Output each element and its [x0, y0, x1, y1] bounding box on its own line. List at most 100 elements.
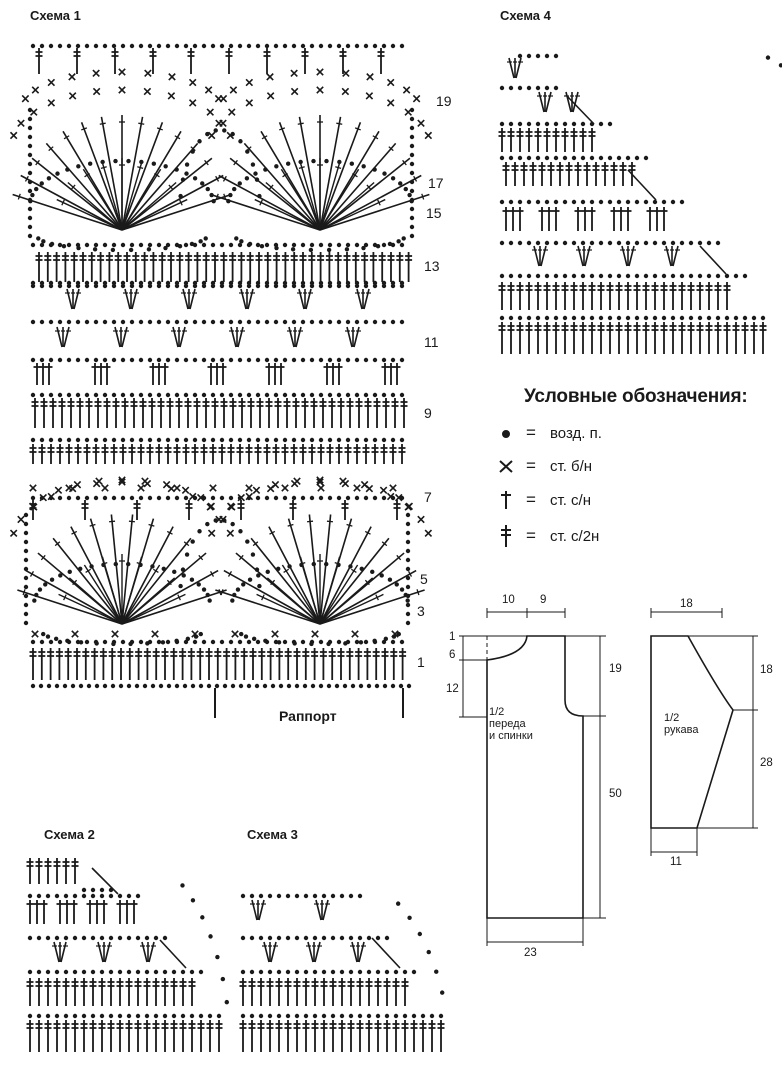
chain-stitch [309, 437, 315, 443]
treble-crochet [337, 648, 345, 680]
cluster-stitch [346, 326, 353, 348]
fan-stitch [319, 198, 386, 231]
chain-stitch [99, 969, 105, 975]
chain-stitch [327, 242, 333, 248]
chain-stitch [733, 273, 739, 279]
chain-stitch [390, 437, 396, 443]
chain-stitch [390, 639, 396, 645]
treble-crochet [130, 398, 138, 428]
chain-stitch [375, 244, 381, 249]
chain-stitch [219, 357, 225, 363]
chain-stitch [246, 43, 252, 49]
single-crochet [31, 630, 39, 638]
single-crochet [311, 630, 319, 638]
chain-stitch [264, 392, 270, 398]
treble-crochet [498, 282, 506, 310]
chain-stitch [120, 280, 126, 286]
chain-stitch [75, 280, 81, 286]
stitch-bar [209, 571, 215, 577]
treble-crochet [293, 648, 301, 680]
chain-stitch [363, 319, 369, 325]
chain-stitch [589, 199, 595, 205]
chain-stitch [562, 315, 568, 321]
chain-stitch [553, 315, 559, 321]
stitch-bar [101, 562, 108, 565]
cluster-stitch [298, 288, 305, 310]
stitch-bar [364, 579, 370, 586]
treble-crochet [249, 648, 257, 680]
chain-stitch [27, 1013, 33, 1019]
chain-stitch [382, 171, 387, 176]
chain-stitch [206, 683, 212, 689]
treble-crochet [91, 648, 99, 680]
single-crochet [101, 484, 109, 492]
chain-stitch [625, 315, 631, 321]
treble-crochet [62, 978, 70, 1006]
single-crochet [54, 486, 63, 495]
chain-stitch [246, 392, 252, 398]
chain-stitch [23, 566, 29, 572]
treble-crochet [218, 444, 226, 464]
stitch-bar [48, 146, 54, 152]
fan-stitch [121, 168, 162, 231]
chain-stitch [247, 577, 253, 582]
chain-stitch [255, 357, 261, 363]
treble-crochet [114, 252, 122, 282]
chain-stitch [361, 164, 366, 169]
treble-crochet [112, 398, 120, 428]
chain-stitch [526, 155, 532, 161]
chain-stitch [210, 319, 216, 325]
treble-crochet [319, 398, 327, 428]
chain-stitch [350, 683, 356, 689]
chain-stitch [258, 893, 264, 899]
chain-stitch [48, 319, 54, 325]
chain-stitch [399, 587, 405, 592]
chain-stitch [117, 893, 123, 899]
legend-text-tr: ст. с/2н [550, 527, 600, 545]
treble-crochet [211, 398, 219, 428]
treble-crochet [137, 444, 145, 464]
treble-crochet [520, 162, 528, 186]
chain-stitch [120, 242, 126, 248]
single-crochet [207, 502, 216, 511]
chain-stitch [607, 315, 613, 321]
chain-stitch [405, 584, 411, 590]
chain-stitch [327, 495, 333, 501]
body-dim-left-c: 12 [446, 683, 459, 695]
treble-crochet [205, 648, 213, 680]
chain-stitch [201, 587, 207, 592]
treble-crochet [255, 252, 263, 282]
chain-stitch [544, 315, 550, 321]
chain-stitch [244, 176, 250, 181]
chain-stitch [318, 357, 324, 363]
chain-stitch [30, 242, 36, 248]
treble-crochet [170, 1020, 178, 1052]
chain-stitch [282, 242, 288, 248]
single-crochet [412, 94, 421, 103]
chain-stitch [66, 242, 72, 248]
treble-crochet [107, 978, 115, 1006]
single-crochet [281, 484, 289, 492]
cluster-stitch [66, 288, 73, 310]
chain-stitch [409, 107, 415, 113]
chain-stitch [174, 357, 180, 363]
chain-stitch [401, 236, 406, 241]
chain-stitch [163, 245, 168, 251]
double-crochet [552, 207, 560, 231]
chain-stitch [336, 242, 342, 248]
chain-stitch [276, 640, 282, 645]
double-crochet [33, 900, 41, 924]
double-crochet-icon [496, 490, 516, 510]
chain-stitch [381, 437, 387, 443]
chain-stitch [63, 1013, 69, 1019]
chain-stitch [358, 640, 364, 645]
stitch-bar [63, 135, 70, 140]
treble-crochet [281, 444, 289, 464]
chain-stitch [165, 280, 171, 286]
chain-stitch [62, 683, 68, 689]
treble-crochet [272, 444, 280, 464]
chain-stitch [366, 683, 372, 689]
chain-stitch [66, 495, 72, 501]
chain-stitch [318, 43, 324, 49]
cluster-stitch [577, 245, 584, 267]
